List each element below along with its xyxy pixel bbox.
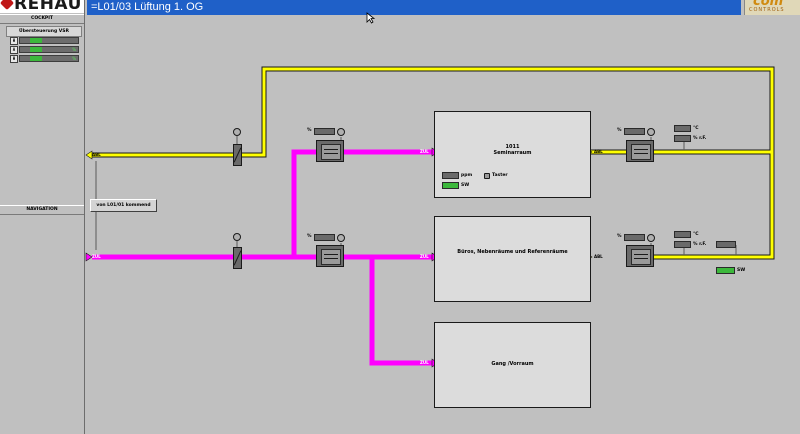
override-icon[interactable]: H xyxy=(10,37,18,45)
temp-value xyxy=(674,231,691,238)
override-row[interactable]: A % xyxy=(10,46,80,54)
pipe-label-zul: ZUL xyxy=(420,360,429,365)
temp-unit: °C xyxy=(693,232,699,237)
override-value-bar: % xyxy=(19,55,79,62)
exhaust-duct xyxy=(92,66,775,260)
humidity-value xyxy=(674,135,691,142)
pipe-label-zul: ZUL xyxy=(420,254,429,259)
humidity-unit: % r.F. xyxy=(693,136,707,141)
room-number: 1011 xyxy=(505,144,520,150)
supply-duct xyxy=(92,149,433,366)
override-value-bar: % xyxy=(19,46,79,53)
damper-motor-icon[interactable] xyxy=(233,128,241,136)
damper-flap[interactable] xyxy=(233,247,242,269)
pipe-label-abl: ABL xyxy=(594,149,603,154)
vav-value[interactable] xyxy=(624,128,645,135)
pipe-label-abl: ABL xyxy=(594,254,603,259)
temp-unit: °C xyxy=(693,126,699,131)
room-seminar[interactable]: 1011 Seminarraum ppm Taster SW xyxy=(434,111,591,198)
vav-value[interactable] xyxy=(314,234,335,241)
override-value-bar xyxy=(19,37,79,44)
navigation-title: NAVIGATION xyxy=(0,205,84,215)
pct-label: % xyxy=(617,128,622,133)
override-icon[interactable]: H xyxy=(10,55,18,63)
cockpit-title: COCKPIT xyxy=(0,14,84,24)
override-row[interactable]: H % xyxy=(10,55,80,63)
pipe-label-zul: ZUL xyxy=(92,254,101,259)
pct-label: % xyxy=(617,234,622,239)
abl-arrow-left-icon xyxy=(85,150,93,160)
vav-value[interactable] xyxy=(624,234,645,241)
room-name: Gang /Vorraum xyxy=(491,361,534,367)
pipe-label-zul: ZUL xyxy=(420,149,429,154)
brand-name: com xyxy=(753,0,784,9)
offices-sw-label: SW xyxy=(737,268,746,273)
override-title: Übersteuerung VSR xyxy=(6,26,82,37)
brand-logo: com CONTROLS xyxy=(744,0,800,15)
damper-flap[interactable] xyxy=(233,144,242,166)
offices-sw-value[interactable] xyxy=(716,267,735,274)
pct-label: % xyxy=(307,234,312,239)
rehau-logo: REHAU xyxy=(0,0,84,13)
vav-motor-icon[interactable] xyxy=(647,234,655,242)
vav-motor-icon[interactable] xyxy=(337,234,345,242)
left-panel: REHAU COCKPIT Übersteuerung VSR H A % H … xyxy=(0,0,85,434)
vav-value[interactable] xyxy=(314,128,335,135)
logo-text: REHAU xyxy=(14,0,82,13)
room-offices[interactable]: Büros, Nebenräume und Referenräume xyxy=(434,216,591,302)
override-row[interactable]: H xyxy=(10,37,80,45)
mouse-cursor-icon xyxy=(366,12,376,24)
override-icon[interactable]: A xyxy=(10,46,18,54)
vav-motor-icon[interactable] xyxy=(337,128,345,136)
ppm-label: ppm xyxy=(461,173,473,178)
offices-extra-value xyxy=(716,241,736,248)
room-name: Seminarraum xyxy=(493,150,532,156)
co2-value xyxy=(442,172,459,179)
brand-sub: CONTROLS xyxy=(749,7,785,13)
vav-motor-icon[interactable] xyxy=(647,128,655,136)
room-corridor[interactable]: Gang /Vorraum xyxy=(434,322,591,408)
vav-unit-offices-supply[interactable] xyxy=(316,245,344,267)
page-title: =L01/03 Lüftung 1. OG xyxy=(91,1,204,13)
vav-unit-seminar-supply[interactable] xyxy=(316,140,344,162)
pipe-label-abl: ABL xyxy=(92,152,101,157)
seminar-sw-value[interactable] xyxy=(442,182,459,189)
room-name: Büros, Nebenräume und Referenräume xyxy=(457,249,568,255)
taster-label: Taster xyxy=(492,173,508,178)
nav-button-l0101[interactable]: von L01/01 kommend xyxy=(90,199,157,212)
temp-value xyxy=(674,125,691,132)
humidity-value xyxy=(674,241,691,248)
seminar-sw-label: SW xyxy=(461,183,470,188)
taster-icon[interactable] xyxy=(484,173,490,179)
humidity-unit: % r.F. xyxy=(693,242,707,247)
vav-unit-seminar-exhaust[interactable] xyxy=(626,140,654,162)
zul-arrow-left-icon xyxy=(85,252,93,262)
title-bar: =L01/03 Lüftung 1. OG xyxy=(87,0,741,15)
damper-motor-icon[interactable] xyxy=(233,233,241,241)
pct-label: % xyxy=(307,128,312,133)
exhaust-duct-fill xyxy=(92,67,774,259)
vav-unit-offices-exhaust[interactable] xyxy=(626,245,654,267)
